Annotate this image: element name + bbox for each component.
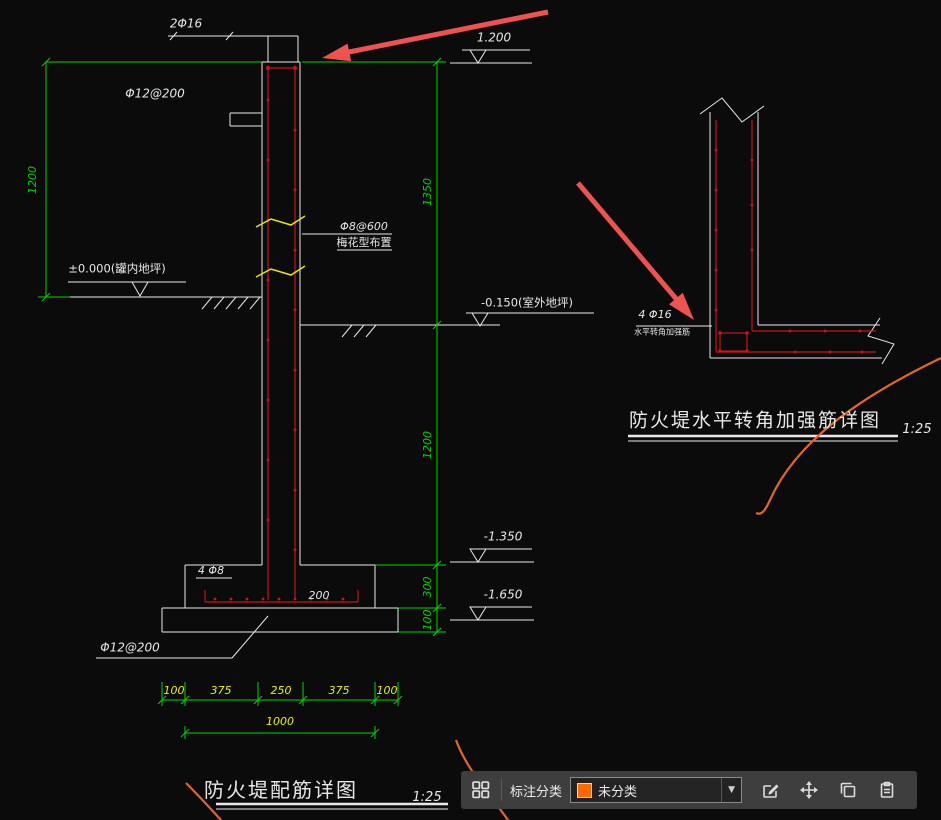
level-top-label: 1.200 [476,30,512,45]
level-footing-label: -1.350 [483,529,523,544]
right-detail-linework [636,97,895,365]
dimension-lines [38,57,446,739]
chevron-down-icon: ▼ [721,778,741,802]
left-detail-title: 防火堤配筋详图 [204,778,358,802]
dim-bottom-2: 375 [210,683,232,697]
dim-right-lower: 1200 [420,431,434,459]
category-value: 未分类 [598,784,638,800]
right-detail-scale: 1:25 [902,421,932,437]
move-icon [800,781,819,799]
dim-total-width: 1000 [266,714,294,728]
rebar-dots [213,65,345,601]
toolbar-divider [501,779,502,801]
edit-button[interactable] [758,778,782,802]
dim-bottom-5: 100 [376,683,398,697]
category-color-swatch [577,782,593,798]
title-underlines [216,434,898,810]
tie-note-label: 梅花型布置 [336,235,392,249]
right-rebar-linework [715,120,876,353]
footing-bars-label: 4 Φ8 [197,563,225,577]
right-rebar-dots [714,148,864,354]
move-button[interactable] [797,778,821,802]
left-detail-linework [48,31,594,659]
dim-footing-height: 300 [420,576,434,598]
dim-bottom-4: 375 [328,683,350,697]
copy-icon [840,782,856,798]
annotation-toolbar: 标注分类 未分类 ▼ [461,771,917,809]
base-rebar-label: Φ12@200 [100,640,160,655]
rebar-linework [204,67,359,603]
grid-view-button[interactable] [469,778,493,802]
corner-bars-label: 4 Φ16 [638,307,672,321]
paste-button[interactable] [875,778,899,802]
dim-bottom-1: 100 [163,683,185,697]
dim-base-height: 100 [420,609,434,631]
copy-button[interactable] [836,778,860,802]
tie-label: Φ8@600 [340,219,388,233]
annotation-arrow-corner-icon [576,181,694,320]
corner-note-label: 水平转角加强筋 [634,327,690,337]
left-detail-scale: 1:25 [412,789,442,805]
level-base-label: -1.650 [483,587,523,602]
edit-icon [763,784,779,798]
right-detail-title: 防火堤水平转角加强筋详图 [628,409,882,432]
category-label: 标注分类 [510,784,563,800]
level-outer-label: -0.150(室外地坪) [480,295,574,310]
annotation-arrow-top-icon [322,9,549,62]
category-dropdown[interactable]: 未分类 ▼ [570,777,743,803]
tie-symbols [255,215,306,278]
grid-icon [472,781,490,799]
wall-rebar-label: Φ12@200 [125,86,185,101]
toolbar-actions [758,778,899,802]
footing-dim-label: 200 [308,588,330,602]
level-inner-label: ±0.000(罐内地坪) [68,261,166,276]
dim-left-height: 1200 [25,166,39,194]
dim-right-upper: 1350 [420,178,434,206]
top-bars-label: 2Φ16 [169,16,203,31]
paste-icon [880,781,894,798]
dim-bottom-3: 250 [270,683,292,697]
